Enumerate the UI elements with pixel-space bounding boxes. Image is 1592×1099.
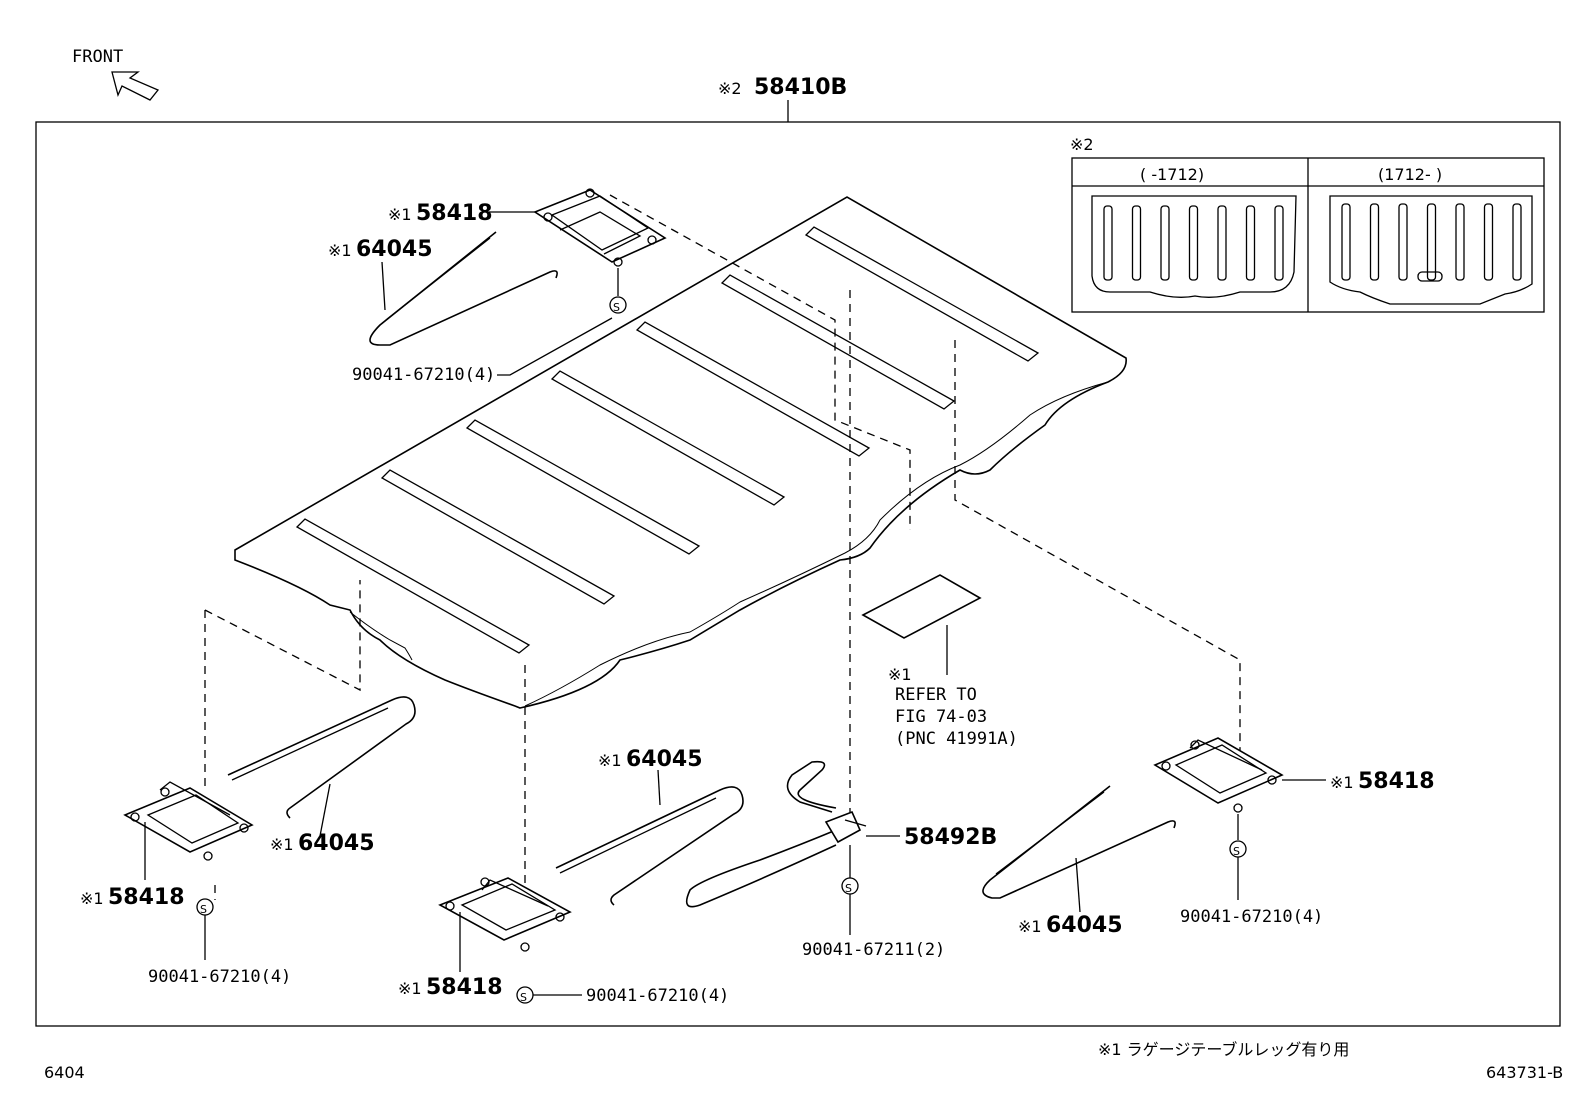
- svg-text:S: S: [845, 882, 852, 895]
- bracket-right-pnc: 58418: [1358, 769, 1435, 794]
- refer-mark: ※1: [888, 665, 912, 684]
- inset-slot: [1188, 205, 1199, 281]
- bracket-center-mark: ※1: [398, 979, 422, 998]
- rod-center-mark: ※1: [598, 751, 622, 770]
- rod-right: [982, 785, 1176, 899]
- bracket-top-mark: ※1: [388, 205, 412, 224]
- diagram-frame: [35, 121, 1561, 1027]
- inset-slot: [1369, 203, 1380, 281]
- inset-col-left: ( -1712): [1140, 165, 1204, 184]
- board-slot: [550, 370, 786, 506]
- inset-slot: [1398, 203, 1408, 281]
- svg-text:S: S: [1233, 845, 1240, 858]
- inset-col-right: (1712- ): [1378, 165, 1442, 184]
- bolt-top-label: 90041-67210(4): [352, 365, 495, 385]
- board-slot: [720, 274, 956, 410]
- main-assembly-mark: ※2: [718, 79, 742, 98]
- bracket-center: [438, 877, 572, 952]
- board-slot: [380, 469, 616, 605]
- assembly-guides: [204, 194, 1241, 920]
- front-label: FRONT: [72, 47, 123, 67]
- board-slot: [465, 419, 701, 555]
- bracket-right-mark: ※1: [1330, 773, 1354, 792]
- inset-slot: [1341, 203, 1351, 281]
- bracket-right: [1153, 737, 1284, 813]
- refer-line2: FIG 74-03: [895, 707, 987, 727]
- board-slot: [295, 518, 531, 654]
- bracket-left-mark: ※1: [80, 889, 104, 908]
- bracket-center-pnc: 58418: [426, 975, 503, 1000]
- rod-center-pnc: 64045: [626, 747, 703, 772]
- bracket-left-pnc: 58418: [108, 885, 185, 910]
- rod-top-pnc: 64045: [356, 237, 433, 262]
- bolt-strap-label: 90041-67211(2): [802, 940, 945, 960]
- bracket-top-pnc: 58418: [416, 201, 493, 226]
- rod-left-pnc: 64045: [298, 831, 375, 856]
- bolt-left-label: 90041-67210(4): [148, 967, 291, 987]
- inset-slot: [1455, 203, 1465, 281]
- inset-slot: [1245, 205, 1256, 281]
- footer-note: ※1 ラゲージテーブルレッグ有り用: [1098, 1040, 1349, 1059]
- svg-text:S: S: [520, 991, 527, 1004]
- rod-top-mark: ※1: [328, 241, 352, 260]
- strap-58492b: [685, 760, 867, 908]
- footer-left-code: 6404: [44, 1063, 85, 1082]
- bolt-top-symbol: [609, 296, 627, 314]
- inset-slot: [1160, 205, 1170, 281]
- inset-slot: [1217, 205, 1227, 281]
- main-assembly-pnc: 58410B: [754, 75, 847, 100]
- rod-center: [555, 786, 744, 906]
- rod-right-pnc: 64045: [1046, 913, 1123, 938]
- board-slot: [635, 321, 871, 457]
- bolt-center-label: 90041-67210(4): [586, 986, 729, 1006]
- rod-top: [369, 231, 558, 346]
- svg-text:S: S: [613, 301, 620, 314]
- inset-slot: [1103, 205, 1113, 281]
- strap-pnc: 58492B: [904, 825, 997, 850]
- inset-slot: [1131, 205, 1142, 281]
- inset-slot: [1483, 203, 1494, 281]
- inset-mark: ※2: [1070, 135, 1094, 154]
- luggage-board: [234, 196, 1127, 709]
- refer-line3: (PNC 41991A): [895, 729, 1018, 749]
- bracket-top: [533, 188, 667, 267]
- rod-right-mark: ※1: [1018, 917, 1042, 936]
- variant-inset: ※2 ( -1712) (1712- ): [1070, 135, 1545, 313]
- front-arrow-icon: [111, 71, 160, 101]
- refer-line1: REFER TO: [895, 685, 977, 705]
- footer-right-code: 643731-B: [1486, 1063, 1563, 1082]
- bracket-left: [123, 781, 254, 861]
- board-slot: [804, 226, 1040, 362]
- inset-slot: [1274, 205, 1284, 281]
- svg-text:S: S: [200, 903, 207, 916]
- inset-slot: [1426, 203, 1437, 281]
- refer-plate: [861, 574, 982, 639]
- rod-left-mark: ※1: [270, 835, 294, 854]
- bolt-right-label: 90041-67210(4): [1180, 907, 1323, 927]
- inset-slot: [1512, 203, 1522, 281]
- rod-left: [227, 696, 416, 819]
